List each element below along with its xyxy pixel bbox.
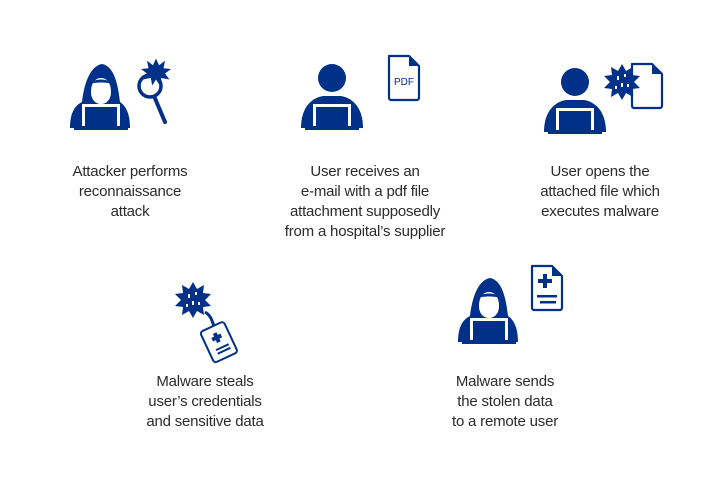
- pdf-label: PDF: [394, 77, 414, 88]
- caption-line: e-mail with a pdf file: [300, 183, 430, 200]
- caption-line: reconnaissance: [78, 183, 182, 200]
- magnifier-icon: [137, 73, 167, 124]
- caption-line: executes malware: [541, 203, 659, 220]
- caption-line: User opens the: [550, 163, 650, 180]
- explosion-icon: [141, 58, 171, 86]
- caption-line: Malware steals: [156, 373, 254, 390]
- caption-line: attack: [110, 203, 150, 220]
- credential-card-icon: [199, 321, 238, 364]
- caption-line: User receives an: [310, 163, 420, 180]
- caption-line: Attacker performs: [72, 163, 188, 180]
- user-icon: PDF: [301, 54, 421, 130]
- user-icon: [544, 62, 664, 134]
- hooded-attacker-icon: [458, 264, 564, 344]
- caption-line: to a remote user: [451, 413, 559, 430]
- caption-line: from a hospital’s supplier: [284, 223, 446, 240]
- malware-credential-icon: [175, 282, 238, 364]
- medical-document-icon: [530, 264, 564, 312]
- caption-line: Malware sends: [455, 373, 555, 390]
- caption-line: attachment supposedly: [289, 203, 441, 220]
- caption-line: attached file which: [540, 183, 660, 200]
- hooded-attacker-icon: [70, 58, 171, 130]
- caption-line: and sensitive data: [146, 413, 264, 430]
- caption-line: user’s credentials: [148, 393, 262, 410]
- caption-line: the stolen data: [457, 393, 553, 410]
